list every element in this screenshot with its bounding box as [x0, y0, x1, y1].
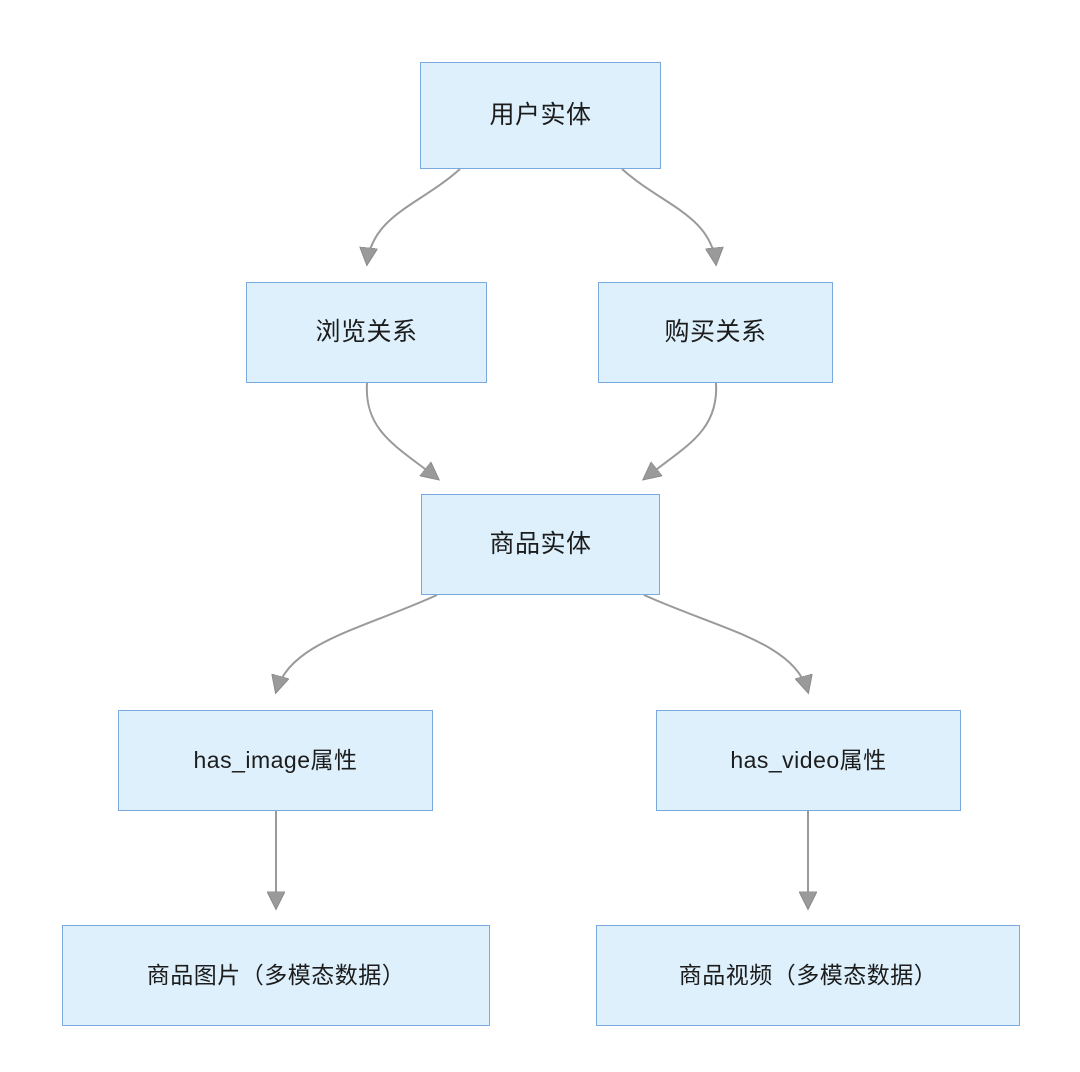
- edge-user-entity-to-browse-relation: [367, 168, 461, 264]
- edge-product-entity-to-has-image-attr: [276, 594, 438, 692]
- node-product-entity-label: 商品实体: [489, 529, 592, 558]
- node-user-entity[interactable]: 用户实体: [420, 62, 661, 169]
- node-purchase-relation[interactable]: 购买关系: [598, 282, 833, 383]
- node-product-video[interactable]: 商品视频（多模态数据）: [596, 925, 1020, 1026]
- node-has-video-attr[interactable]: has_video属性: [656, 710, 961, 811]
- node-product-entity[interactable]: 商品实体: [421, 494, 660, 595]
- node-has-image-attr[interactable]: has_image属性: [118, 710, 433, 811]
- node-product-image-label: 商品图片（多模态数据）: [146, 962, 406, 989]
- edge-browse-relation-to-product-entity: [365, 382, 438, 479]
- node-purchase-relation-label: 购买关系: [664, 317, 767, 346]
- edge-user-entity-to-purchase-relation: [621, 168, 716, 264]
- node-has-video-attr-label: has_video属性: [730, 747, 887, 774]
- node-browse-relation[interactable]: 浏览关系: [246, 282, 487, 383]
- node-browse-relation-label: 浏览关系: [315, 317, 418, 346]
- node-product-image[interactable]: 商品图片（多模态数据）: [62, 925, 490, 1026]
- node-user-entity-label: 用户实体: [489, 100, 592, 129]
- node-has-image-attr-label: has_image属性: [193, 747, 358, 774]
- edge-product-entity-to-has-video-attr: [643, 594, 808, 692]
- edge-purchase-relation-to-product-entity: [644, 382, 718, 479]
- node-product-video-label: 商品视频（多模态数据）: [678, 962, 938, 989]
